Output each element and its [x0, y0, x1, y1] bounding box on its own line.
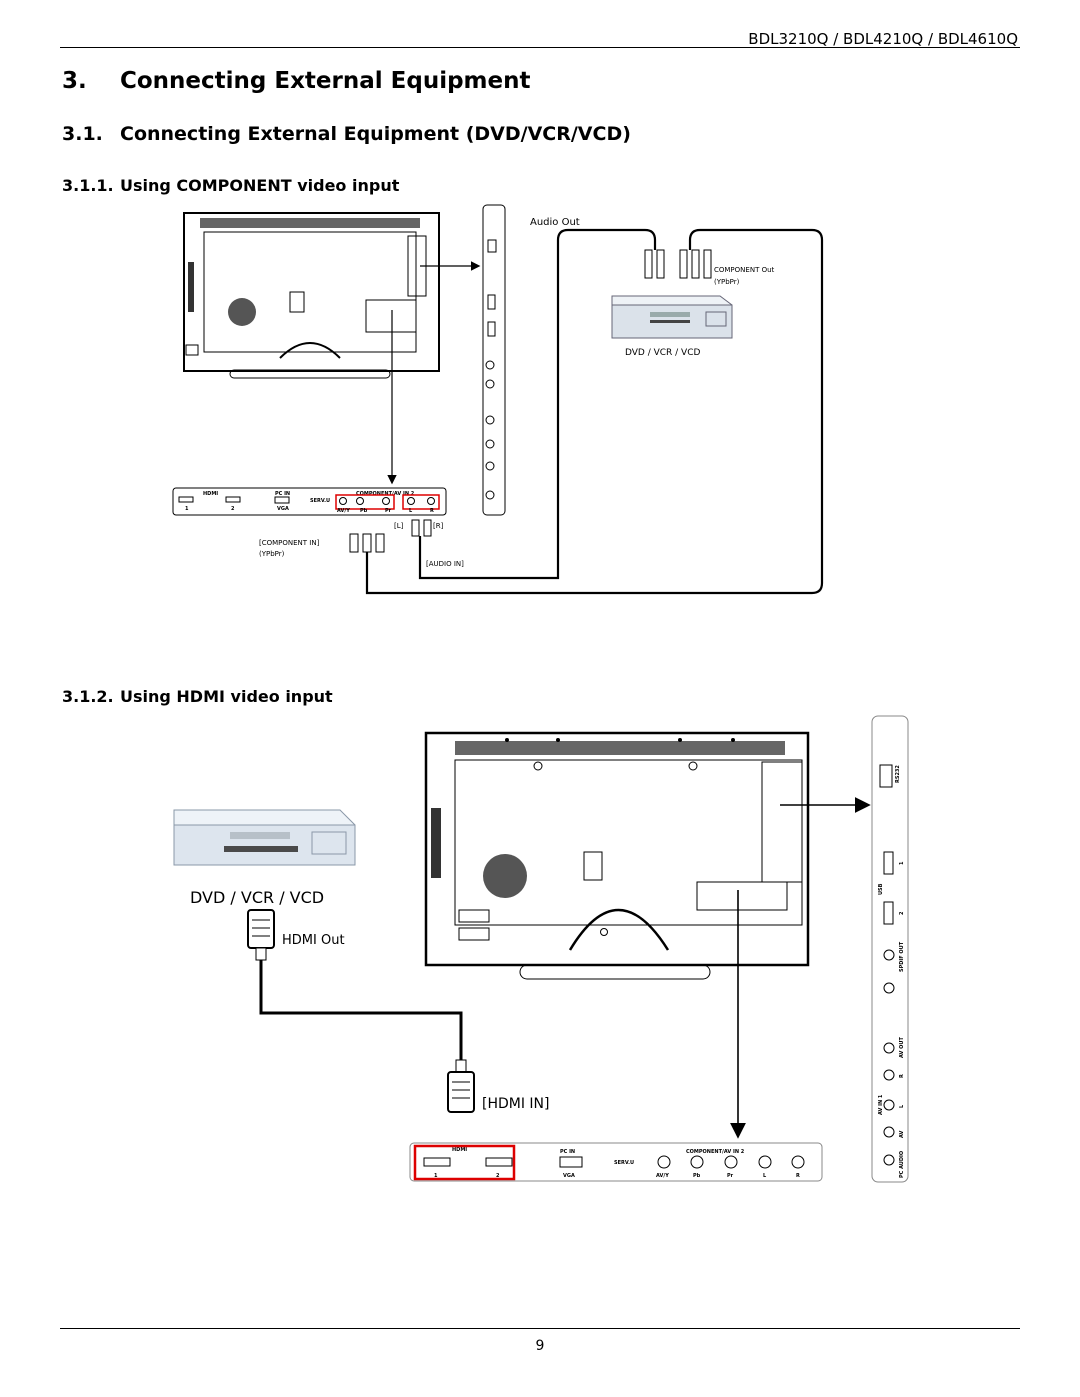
subsection-heading: 3.1. Connecting External Equipment (DVD/V…	[62, 123, 631, 145]
ypbpr-in-label: (YPbPr)	[259, 550, 285, 558]
tv-rear-view	[183, 212, 440, 379]
section-heading: 3. Connecting External Equipment	[62, 68, 531, 94]
sub1-number: 3.1.1.	[62, 176, 114, 195]
audio-in-highlight	[402, 494, 440, 510]
sub1-title: Using COMPONENT video input	[120, 176, 400, 195]
sub2-title: Using HDMI video input	[120, 687, 333, 706]
audio-cable	[418, 228, 657, 580]
panel2-serv-u: SERV.U	[614, 1160, 634, 1166]
panel-vga: VGA	[277, 506, 289, 512]
tv-rear-view-large	[424, 731, 810, 980]
side-r: R	[899, 1074, 905, 1078]
side-l: L	[899, 1104, 905, 1108]
panel-hdmi-label: HDMI	[203, 491, 218, 497]
panel2-hdmi: HDMI	[452, 1147, 467, 1153]
component-cable	[365, 228, 824, 595]
section-number: 3.	[62, 68, 87, 94]
panel2-component-av-in-2: COMPONENT/AV IN 2	[686, 1149, 745, 1155]
header-rule	[60, 47, 1020, 48]
input-plugs	[349, 519, 432, 553]
dvd-player-large	[173, 809, 356, 866]
ypbpr-out-label: (YPbPr)	[714, 278, 740, 286]
panel2-av-y: AV/Y	[656, 1173, 669, 1179]
bottom-panel-large: HDMI 1 2 PC IN VGA SERV.U COMPONENT/AV I…	[409, 1142, 823, 1182]
panel-av-y: AV/Y	[337, 508, 350, 514]
panel-serv-u: SERV.U	[310, 498, 330, 504]
dvd-player-illustration	[611, 295, 733, 339]
sub2-heading: 3.1.2. Using HDMI video input	[62, 687, 333, 706]
device-label-1: DVD / VCR / VCD	[625, 348, 701, 358]
panel2-pc-in: PC IN	[560, 1149, 575, 1155]
subsection-number: 3.1.	[62, 123, 103, 145]
section-title: Connecting External Equipment	[120, 68, 531, 94]
side-rs232: RS232	[895, 765, 901, 783]
side-usb-1: 1	[899, 861, 905, 865]
audio-out-label: Audio Out	[530, 217, 580, 228]
panel-hdmi-1: 1	[185, 506, 189, 512]
output-plugs	[644, 249, 712, 279]
side-av-in-1: AV IN 1	[878, 1094, 884, 1115]
panel2-hdmi-2: 2	[496, 1173, 500, 1179]
side-pc-audio: PC AUDIO	[899, 1151, 905, 1178]
hdmi-out-label: HDMI Out	[282, 933, 345, 948]
side-usb: USB	[878, 883, 884, 895]
hdmi-cable	[259, 960, 463, 1060]
component-out-label: COMPONENT Out	[714, 266, 775, 274]
panel-l: L	[409, 508, 413, 514]
component-in-highlight	[335, 494, 395, 510]
l-jack-label: [L]	[394, 522, 404, 530]
panel-pr: Pr	[385, 508, 392, 514]
hdmi-port-highlight	[413, 1144, 516, 1181]
panel2-l: L	[763, 1173, 767, 1179]
panel2-r: R	[796, 1173, 800, 1179]
panel-hdmi-2: 2	[231, 506, 235, 512]
footer-rule	[60, 1328, 1020, 1329]
panel-pc-in: PC IN	[275, 491, 290, 497]
side-panel-small	[482, 204, 506, 516]
sub2-number: 3.1.2.	[62, 687, 114, 706]
panel2-pr: Pr	[727, 1173, 734, 1179]
side-panel-large: RS232 USB 1 2 SPDIF OUT AV OUT R L AV IN…	[871, 715, 909, 1183]
model-header: BDL3210Q / BDL4210Q / BDL4610Q	[748, 30, 1018, 48]
panel-component-av-in-2: COMPONENT/AV IN 2	[356, 491, 415, 497]
panel-r: R	[430, 508, 434, 514]
hdmi-in-label: [HDMI IN]	[482, 1096, 550, 1112]
component-connection-diagram: HDMI 1 2 PC IN VGA SERV.U COMPONENT/AV I…	[172, 204, 824, 595]
side-spdif-out: SPDIF OUT	[899, 941, 905, 972]
bottom-panel-small: HDMI 1 2 PC IN VGA SERV.U COMPONENT/AV I…	[172, 487, 447, 516]
panel2-vga: VGA	[563, 1173, 575, 1179]
device-label-2: DVD / VCR / VCD	[190, 888, 324, 907]
r-jack-label: [R]	[433, 522, 444, 530]
side-av: AV	[899, 1130, 905, 1138]
panel2-pb: Pb	[693, 1173, 701, 1179]
panel-pb: Pb	[360, 508, 368, 514]
hdmi-out-plug	[247, 909, 275, 961]
audio-in-label: [AUDIO IN]	[426, 560, 464, 568]
panel2-hdmi-1: 1	[434, 1173, 438, 1179]
hdmi-in-plug	[447, 1059, 475, 1113]
side-av-out: AV OUT	[899, 1037, 905, 1058]
side-usb-2: 2	[899, 911, 905, 915]
page-number: 9	[535, 1338, 545, 1354]
sub1-heading: 3.1.1. Using COMPONENT video input	[62, 176, 399, 195]
subsection-title: Connecting External Equipment (DVD/VCR/V…	[120, 123, 631, 145]
component-in-label: [COMPONENT IN]	[259, 539, 320, 547]
